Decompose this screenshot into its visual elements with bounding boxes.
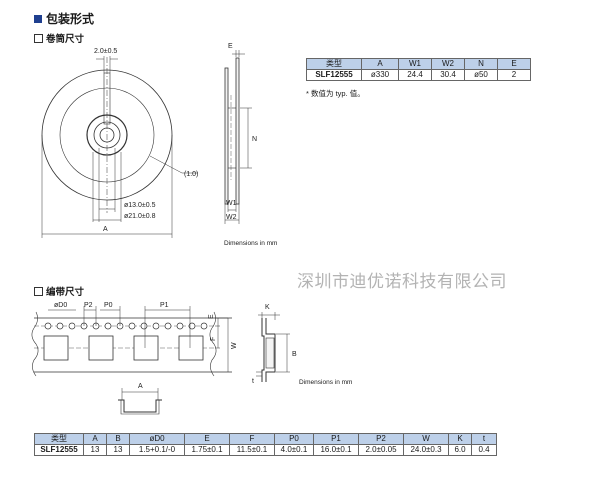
dim-n-label: N [252,136,257,143]
tape-spec-table: 类型 A B øD0 E F P0 P1 P2 W K t SLF12555 1… [34,433,497,456]
sprocket-hole [200,322,208,330]
tape-pocket [178,335,204,361]
sprocket-hole [128,322,136,330]
tape-subtitle-text: 编带尺寸 [46,287,85,298]
sprocket-hole [68,322,76,330]
d13-label: ø13.0±0.5 [124,202,156,209]
watermark: 深圳市迪优诺科技有限公司 [297,272,507,291]
tape-units: Dimensions in mm [299,379,353,386]
sprocket-hole [104,322,112,330]
tape-pocket [88,335,114,361]
sprocket-hole [56,322,64,330]
reel-flange-right [235,57,240,205]
reel-units: Dimensions in mm [224,240,278,247]
dim-p1-label: P1 [160,302,169,309]
table-header-row: 类型 A B øD0 E F P0 P1 P2 W K t [34,433,497,445]
dim-a-label: A [103,226,108,233]
dim-p0-label: P0 [104,302,113,309]
sprocket-hole [176,322,184,330]
dim-t-label: t [252,378,254,385]
reel-subtitle: 卷筒尺寸 [34,31,84,45]
section-title: 包装形式 [34,10,94,27]
table-row: SLF12555 ø330 24.4 30.4 ø50 2 [306,69,531,81]
pocket-a-label: A [138,383,143,390]
dim-w1-label: W1 [226,200,237,207]
tape-subtitle: 编带尺寸 [34,284,84,298]
dim-b-label: B [292,351,297,358]
sprocket-hole [164,322,172,330]
dim-k-label: K [265,304,270,311]
dim-w-label: W [231,342,238,349]
reel-flange-left [224,67,229,205]
section-title-text: 包装形式 [46,12,95,26]
sprocket-hole [44,322,52,330]
checkbox-square-icon [34,33,43,43]
typ-note: * 数值为 typ. 值。 [306,89,365,98]
dim-d0-label: øD0 [54,302,67,309]
table-header-row: 类型 A W1 W2 N E [306,58,531,70]
sprocket-hole [152,322,160,330]
dim-f-label: F [210,337,217,341]
dim-e-label: E [228,43,233,50]
tape-pocket [43,335,69,361]
dim-e-tape-label: E [208,314,215,319]
reel-spec-table: 类型 A W1 W2 N E SLF12555 ø330 24.4 30.4 ø… [306,58,531,81]
dim-w2-label: W2 [226,214,237,221]
hub-width-label: 2.0±0.5 [94,48,117,55]
table-row: SLF12555 13 13 1.5+0.1/-0 1.75±0.1 11.5±… [34,444,497,456]
sprocket-hole [188,322,196,330]
ref-label: (1.0) [184,171,198,178]
dim-p2-label: P2 [84,302,93,309]
d21-label: ø21.0±0.8 [124,213,156,220]
section-marker-icon [34,14,42,23]
tape-pocket [133,335,159,361]
checkbox-square-icon [34,286,43,296]
reel-subtitle-text: 卷筒尺寸 [46,34,85,45]
sprocket-hole [140,322,148,330]
